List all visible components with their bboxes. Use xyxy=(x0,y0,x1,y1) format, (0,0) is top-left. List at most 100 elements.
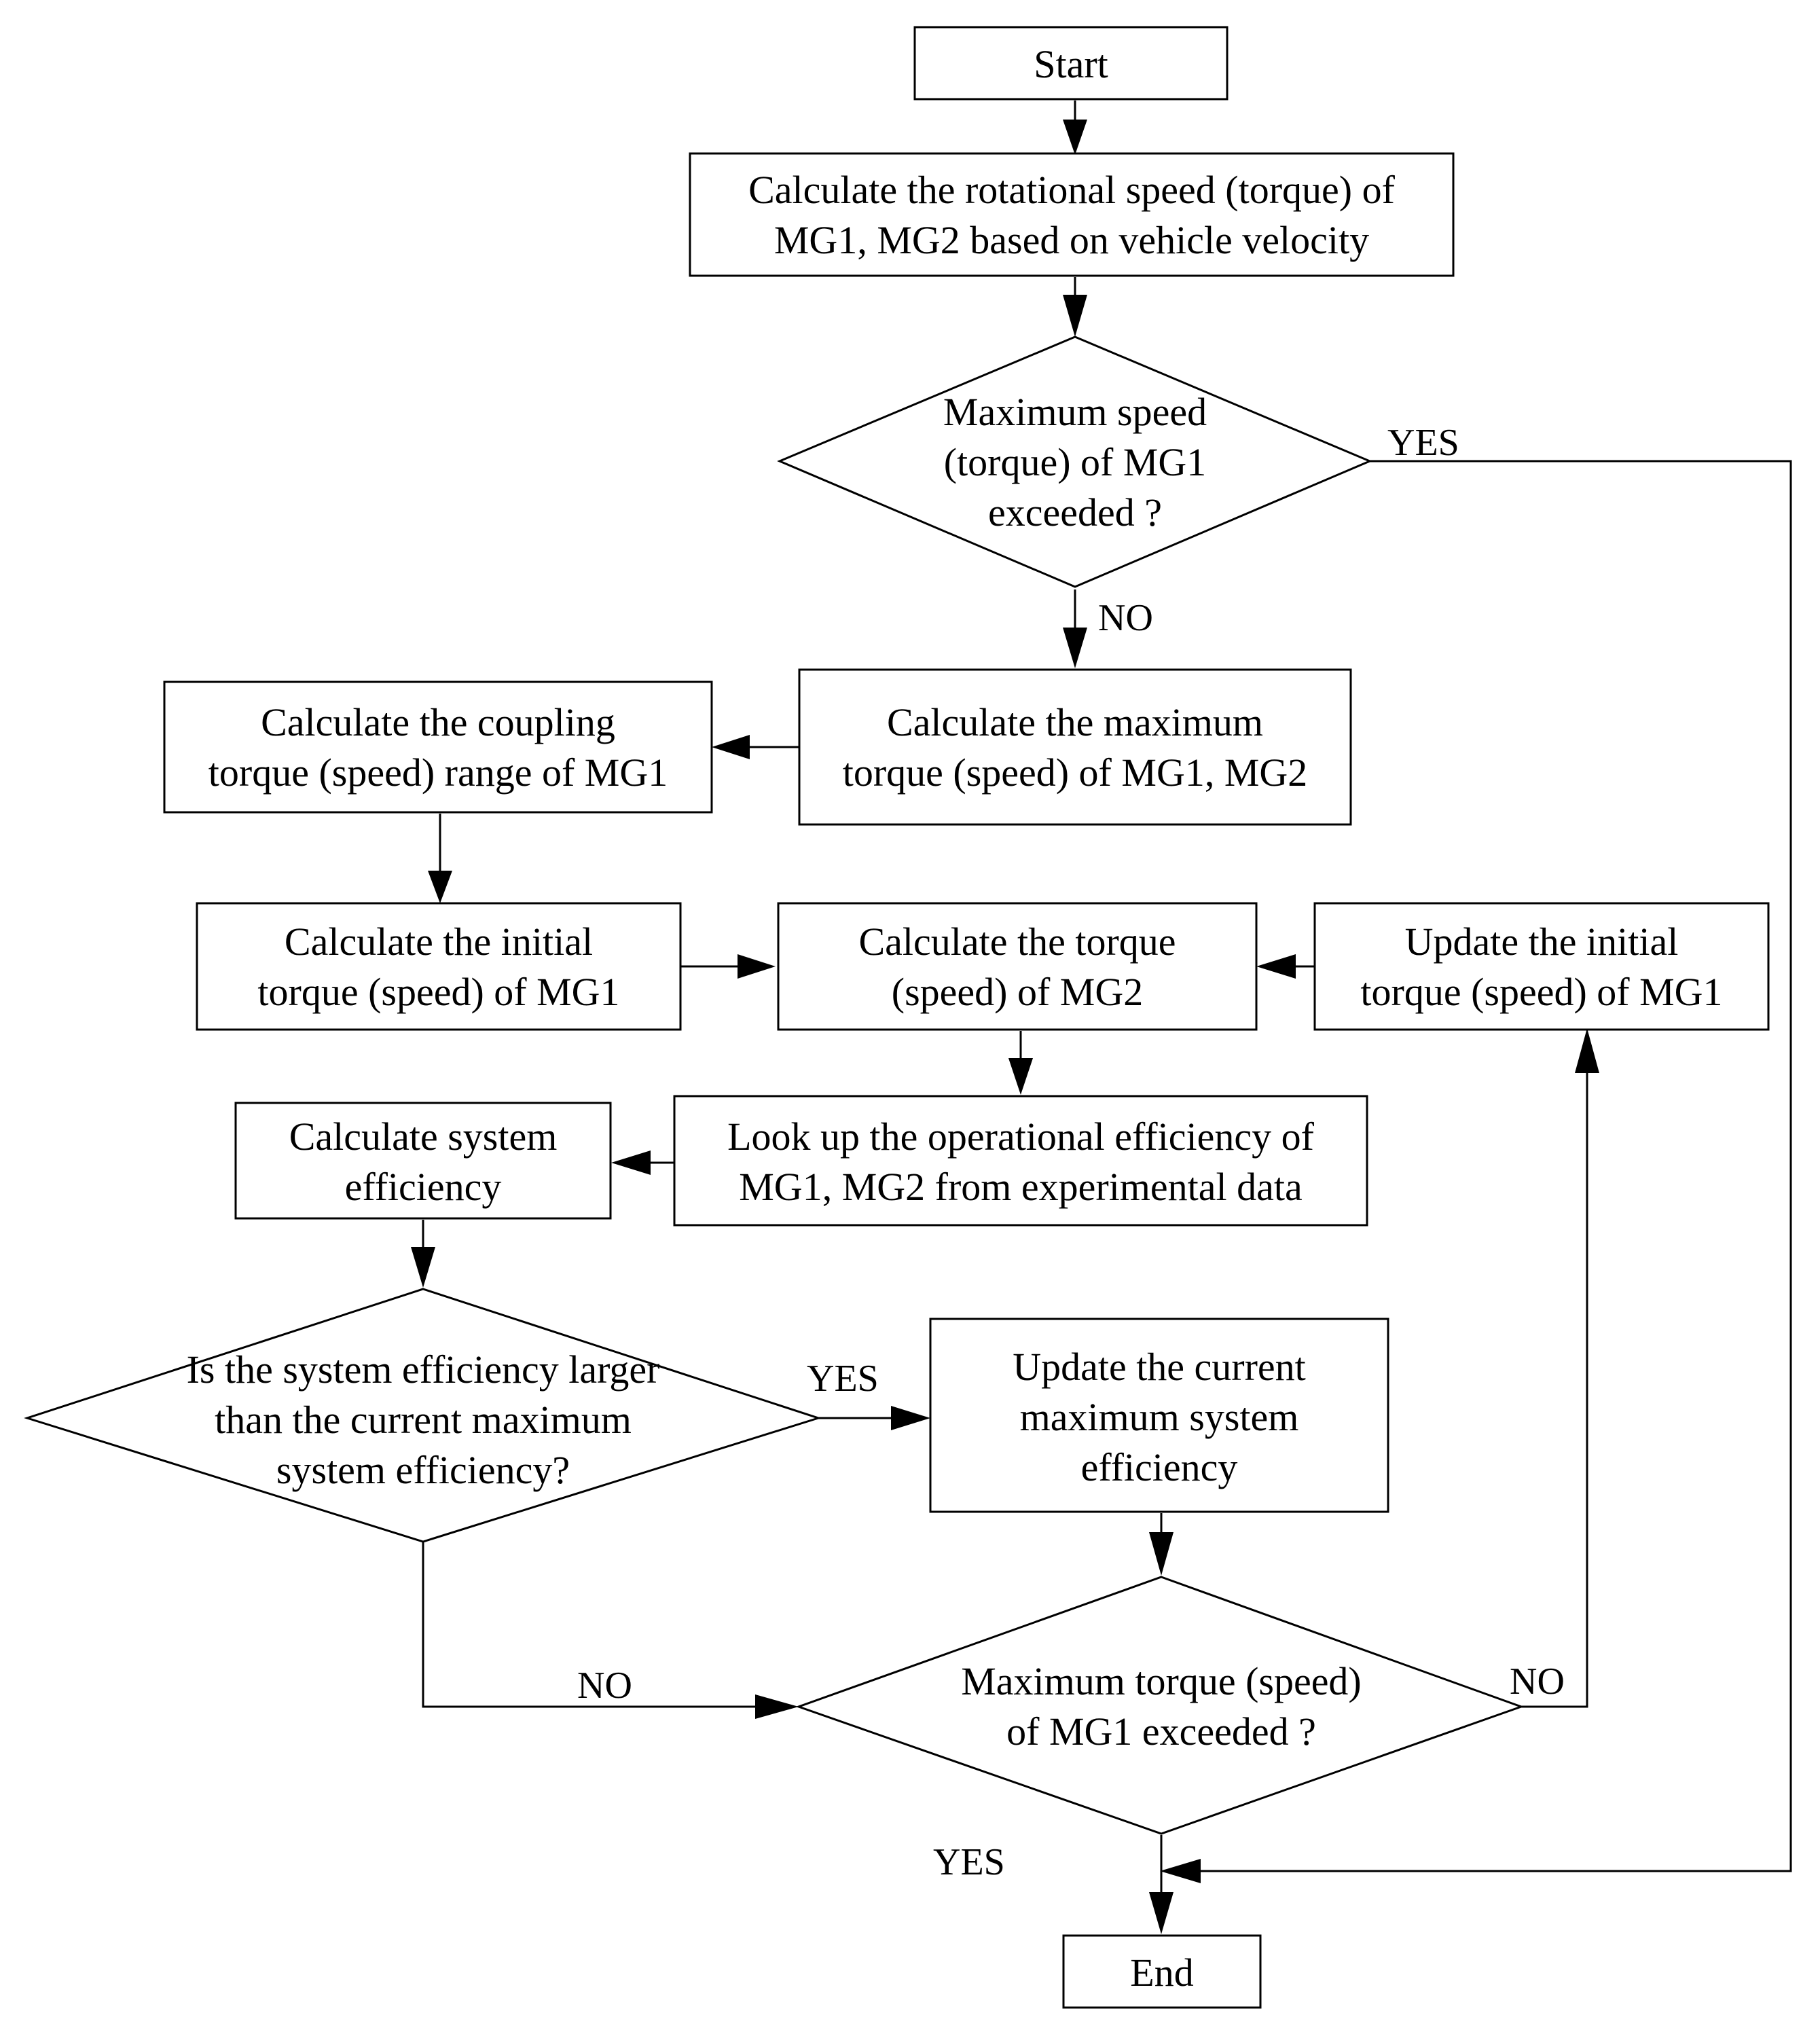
node-label-line: maximum system xyxy=(1020,1395,1299,1439)
process-box xyxy=(234,1102,612,1220)
process-box xyxy=(163,681,713,814)
node-label-line: torque (speed) of MG1, MG2 xyxy=(843,750,1308,795)
node-label-decision-larger: Is the system efficiency larger than the … xyxy=(187,1347,660,1492)
edge-label-max-speed-no: NO xyxy=(1098,597,1153,639)
node-calc-max-torque: Calculate the maximum torque (speed) of M… xyxy=(798,668,1352,826)
arrowhead-up xyxy=(1575,1028,1599,1073)
decision-diamond xyxy=(795,1576,1525,1835)
node-label-decision-max-torque: Maximum torque (speed) of MG1 exceeded ? xyxy=(961,1659,1362,1754)
node-end: End xyxy=(1062,1934,1262,2009)
node-update-current-max: Update the current maximum system efficien… xyxy=(929,1318,1389,1513)
node-label-line: Maximum speed xyxy=(943,390,1207,434)
node-calc-initial: Calculate the initial torque (speed) of M… xyxy=(196,902,682,1031)
connector-max-torque-no-to-update-initial xyxy=(1521,1073,1588,1708)
terminal-box xyxy=(1062,1934,1262,2009)
connector-decision-yes-to-end xyxy=(1201,460,1792,1872)
arrowhead-left xyxy=(611,1150,651,1175)
node-label-line: torque (speed) of MG1 xyxy=(257,970,619,1014)
node-label-line: Calculate system xyxy=(289,1114,558,1159)
arrowhead-left xyxy=(1256,954,1296,979)
edge-label-larger-no: NO xyxy=(577,1665,632,1707)
node-label-line: End xyxy=(1130,1951,1193,1995)
arrowhead-down xyxy=(1008,1058,1033,1095)
node-start: Start xyxy=(913,26,1228,101)
arrowhead-down xyxy=(1063,295,1087,337)
node-label-line: MG1, MG2 based on vehicle velocity xyxy=(774,218,1369,262)
node-label-line: Update the initial xyxy=(1405,920,1679,964)
node-label-calc-max-torque: Calculate the maximum torque (speed) of M… xyxy=(843,700,1308,795)
node-decision-max-torque: Maximum torque (speed) of MG1 exceeded ? xyxy=(795,1576,1525,1835)
node-label-line: torque (speed) of MG1 xyxy=(1360,970,1722,1014)
node-lookup-efficiency: Look up the operational efficiency of MG1… xyxy=(673,1095,1368,1227)
node-decision-larger: Is the system efficiency larger than the … xyxy=(24,1288,822,1543)
node-calc-coupling: Calculate the coupling torque (speed) ran… xyxy=(163,681,713,814)
node-label-line: efficiency xyxy=(345,1165,502,1209)
node-label-line: MG1, MG2 from experimental data xyxy=(739,1165,1303,1209)
node-label-line: than the current maximum xyxy=(215,1398,632,1442)
node-label-update-initial: Update the initial torque (speed) of MG1 xyxy=(1360,920,1722,1014)
node-label-line: torque (speed) range of MG1 xyxy=(208,750,668,795)
node-label-line: Start xyxy=(1034,42,1108,86)
node-label-line: system efficiency? xyxy=(276,1448,570,1492)
edge-label-max-torque-no: NO xyxy=(1510,1661,1565,1703)
arrowhead-down xyxy=(1149,1892,1173,1934)
terminal-box xyxy=(913,26,1228,101)
connector-decision-no-to-max-torque xyxy=(422,1542,761,1708)
node-label-end: End xyxy=(1130,1951,1193,1995)
arrowhead-right xyxy=(891,1406,930,1430)
node-label-calc-coupling: Calculate the coupling torque (speed) ran… xyxy=(208,700,668,795)
node-label-line: efficiency xyxy=(1081,1445,1238,1489)
node-label-decision-max-speed: Maximum speed (torque) of MG1 exceeded ? xyxy=(943,390,1207,534)
process-box xyxy=(1313,902,1770,1031)
node-calc-speed: Calculate the rotational speed (torque) … xyxy=(689,152,1455,277)
edge-label-max-torque-yes: YES xyxy=(933,1841,1005,1883)
arrowhead-left xyxy=(712,735,750,759)
arrowhead-right xyxy=(755,1694,799,1719)
connectors xyxy=(422,101,1792,1895)
arrowhead-right xyxy=(738,954,776,979)
edge-labels: YES NO YES NO NO YES xyxy=(577,422,1565,1883)
arrowhead-down xyxy=(428,871,452,903)
arrowhead-down xyxy=(1063,628,1087,668)
node-label-line: (torque) of MG1 xyxy=(944,440,1207,484)
node-calc-system-eff: Calculate system efficiency xyxy=(234,1102,612,1220)
edge-label-larger-yes: YES xyxy=(807,1358,879,1400)
node-label-calc-speed: Calculate the rotational speed (torque) … xyxy=(748,168,1395,262)
node-label-calc-system-eff: Calculate system efficiency xyxy=(289,1114,558,1209)
node-label-line: Maximum torque (speed) xyxy=(961,1659,1362,1703)
arrowheads xyxy=(411,120,1599,1934)
process-box xyxy=(196,902,682,1031)
process-box xyxy=(689,152,1455,277)
node-label-line: exceeded ? xyxy=(988,490,1162,534)
node-label-line: Calculate the maximum xyxy=(887,700,1263,744)
node-label-line: Calculate the rotational speed (torque) … xyxy=(748,168,1395,212)
node-calc-torque-mg2: Calculate the torque (speed) of MG2 xyxy=(777,902,1258,1031)
node-label-line: Calculate the initial xyxy=(285,920,593,964)
process-box xyxy=(777,902,1258,1031)
decision-diamond xyxy=(777,335,1372,588)
node-label-line: Calculate the torque xyxy=(858,920,1176,964)
node-label-line: Look up the operational efficiency of xyxy=(727,1114,1314,1159)
decision-diamond xyxy=(24,1288,822,1543)
edge-label-max-speed-yes: YES xyxy=(1387,422,1459,464)
node-label-calc-initial: Calculate the initial torque (speed) of M… xyxy=(257,920,619,1014)
arrowhead-down xyxy=(1149,1532,1173,1576)
node-label-line: Update the current xyxy=(1013,1345,1306,1389)
node-label-update-current-max: Update the current maximum system efficien… xyxy=(1013,1345,1306,1489)
process-box xyxy=(929,1318,1389,1513)
arrowhead-down xyxy=(411,1247,435,1288)
node-label-line: of MG1 exceeded ? xyxy=(1006,1709,1316,1754)
node-label-line: Is the system efficiency larger xyxy=(187,1347,660,1392)
node-update-initial: Update the initial torque (speed) of MG1 xyxy=(1313,902,1770,1031)
node-label-line: Calculate the coupling xyxy=(261,700,615,744)
node-decision-max-speed: Maximum speed (torque) of MG1 exceeded ? xyxy=(777,335,1372,588)
node-label-calc-torque-mg2: Calculate the torque (speed) of MG2 xyxy=(858,920,1176,1014)
process-box xyxy=(673,1095,1368,1227)
node-label-lookup-efficiency: Look up the operational efficiency of MG1… xyxy=(727,1114,1314,1209)
arrowhead-down xyxy=(1063,120,1087,155)
process-box xyxy=(798,668,1352,826)
arrowhead-left xyxy=(1160,1859,1201,1883)
node-label-start: Start xyxy=(1034,42,1108,86)
node-label-line: (speed) of MG2 xyxy=(892,970,1143,1014)
